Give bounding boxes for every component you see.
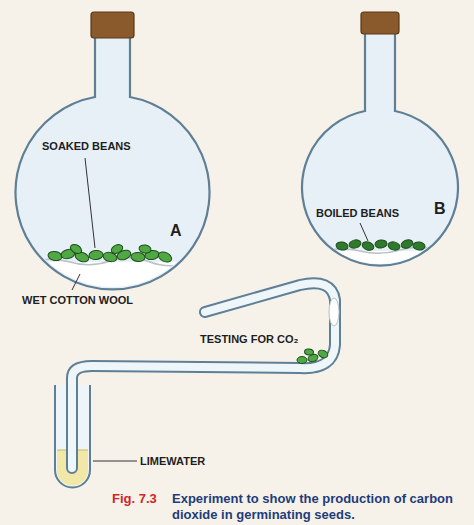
bean bbox=[348, 239, 362, 250]
cotton-plug bbox=[329, 298, 339, 326]
cotton-wool bbox=[300, 247, 470, 281]
bean bbox=[69, 243, 83, 256]
flask-a bbox=[16, 32, 210, 289]
bean bbox=[138, 244, 151, 254]
bean bbox=[304, 348, 314, 355]
bean bbox=[131, 252, 146, 262]
bean bbox=[361, 240, 375, 252]
bean bbox=[157, 250, 173, 264]
bean bbox=[400, 238, 414, 250]
bean bbox=[335, 241, 348, 251]
flask-b bbox=[302, 30, 458, 266]
bean bbox=[89, 250, 104, 260]
cork bbox=[91, 12, 134, 38]
part-label: TESTING FOR CO₂ bbox=[200, 333, 298, 346]
bean bbox=[375, 239, 388, 248]
flask-letter: A bbox=[170, 222, 182, 240]
bean bbox=[413, 241, 426, 250]
figure-number: Fig. 7.3 bbox=[112, 491, 157, 507]
cork bbox=[361, 12, 399, 34]
bean bbox=[47, 250, 62, 261]
part-label: LIMEWATER bbox=[140, 455, 205, 468]
glass-tube-inner bbox=[72, 283, 335, 468]
part-label: SOAKED BEANS bbox=[42, 140, 131, 153]
bean bbox=[297, 357, 307, 364]
figure-caption: Experiment to show the production of car… bbox=[172, 491, 470, 523]
bean bbox=[317, 349, 329, 360]
part-label: WET COTTON WOOL bbox=[22, 294, 133, 307]
part-label: BOILED BEANS bbox=[316, 207, 399, 220]
bean bbox=[387, 241, 401, 252]
glass-tube bbox=[72, 283, 335, 468]
leader-lines bbox=[72, 158, 368, 461]
bean bbox=[110, 243, 124, 255]
flask-letter: B bbox=[434, 200, 446, 218]
